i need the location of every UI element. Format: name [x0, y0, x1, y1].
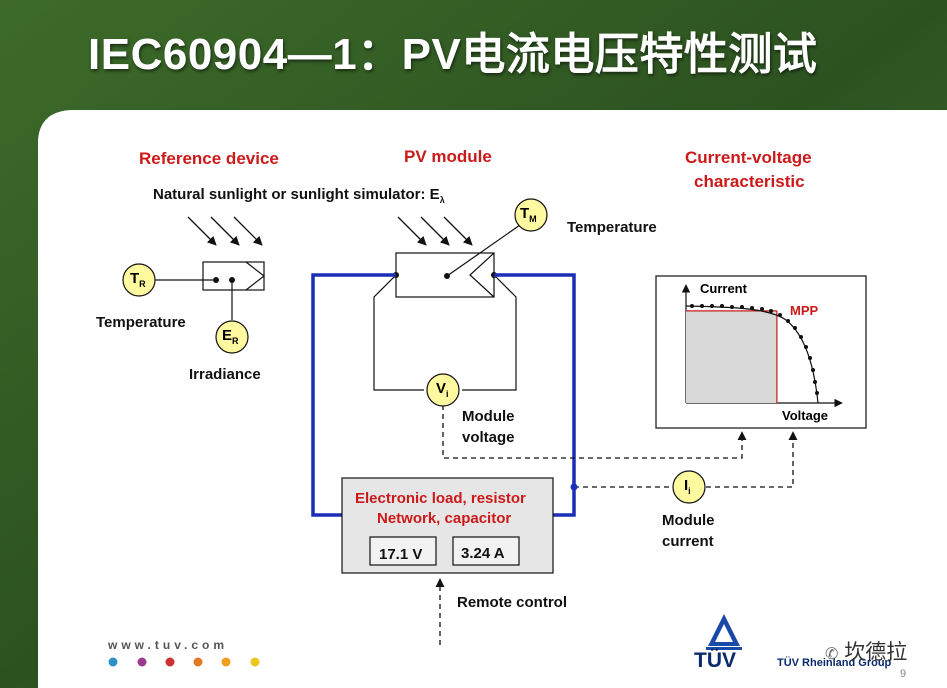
footer-color-dots	[108, 657, 260, 667]
reference-device	[155, 261, 265, 320]
reference-temperature-label: Temperature	[96, 314, 186, 331]
ii-symbol-label: Ii	[684, 477, 691, 496]
er-symbol-label: ER	[222, 327, 239, 346]
irradiance-label: Irradiance	[189, 366, 261, 383]
pv-module	[373, 224, 521, 391]
remote-control-label: Remote control	[457, 594, 568, 611]
mpp-power-area	[686, 310, 777, 403]
current-reading: 3.24 A	[461, 545, 505, 562]
chart-voltage-axis-label: Voltage	[782, 408, 828, 423]
iv-heading-line2: characteristic	[694, 172, 805, 191]
tm-symbol	[514, 198, 548, 232]
chat-bubble-icon: ✆	[825, 646, 839, 663]
er-symbol	[215, 320, 249, 354]
voltage-reading: 17.1 V	[379, 546, 423, 563]
signal-lines	[435, 405, 798, 645]
electronic-load	[341, 477, 554, 574]
module-voltage-label-2: voltage	[462, 429, 515, 446]
tuv-group-text: TÜV Rheinland Group	[777, 657, 892, 669]
page-title: IEC60904—1：PV电流电压特性测试	[88, 30, 818, 79]
current-loop-wires	[311, 273, 576, 517]
load-box-line1: Electronic load, resistor	[355, 490, 526, 507]
sunlight-arrows-module	[397, 216, 473, 246]
iv-heading-line1: Current-voltage	[685, 148, 812, 167]
vi-symbol	[426, 373, 460, 407]
footer-url[interactable]: www.tuv.com	[108, 638, 229, 652]
junction-dot	[570, 483, 578, 491]
module-temperature-label: Temperature	[567, 219, 657, 236]
pv-module-heading: PV module	[404, 147, 492, 166]
page-number: 9	[900, 668, 907, 680]
reference-device-heading: Reference device	[139, 149, 279, 168]
mpp-label: MPP	[790, 303, 819, 318]
tuv-logo-icon	[706, 614, 742, 650]
chart-current-axis-label: Current	[700, 281, 747, 296]
sunlight-label: Natural sunlight or sunlight simulator: …	[153, 186, 445, 205]
ii-symbol	[672, 470, 706, 504]
sunlight-arrows-reference	[187, 216, 263, 246]
module-current-label-2: current	[662, 533, 714, 550]
watermark: ✆ 坎德拉	[825, 641, 908, 664]
iv-chart	[655, 275, 867, 429]
tuv-logo-text: TÜV	[694, 649, 736, 672]
tr-symbol-label: TR	[130, 270, 146, 289]
tr-symbol	[122, 263, 156, 297]
module-voltage-label-1: Module	[462, 408, 515, 425]
iv-curve-points	[690, 304, 819, 395]
symbol-circles	[122, 198, 706, 504]
vi-symbol-label: Vi	[436, 380, 449, 399]
load-box-line2: Network, capacitor	[377, 510, 512, 527]
module-current-label-1: Module	[662, 512, 715, 529]
tm-symbol-label: TM	[520, 205, 537, 224]
